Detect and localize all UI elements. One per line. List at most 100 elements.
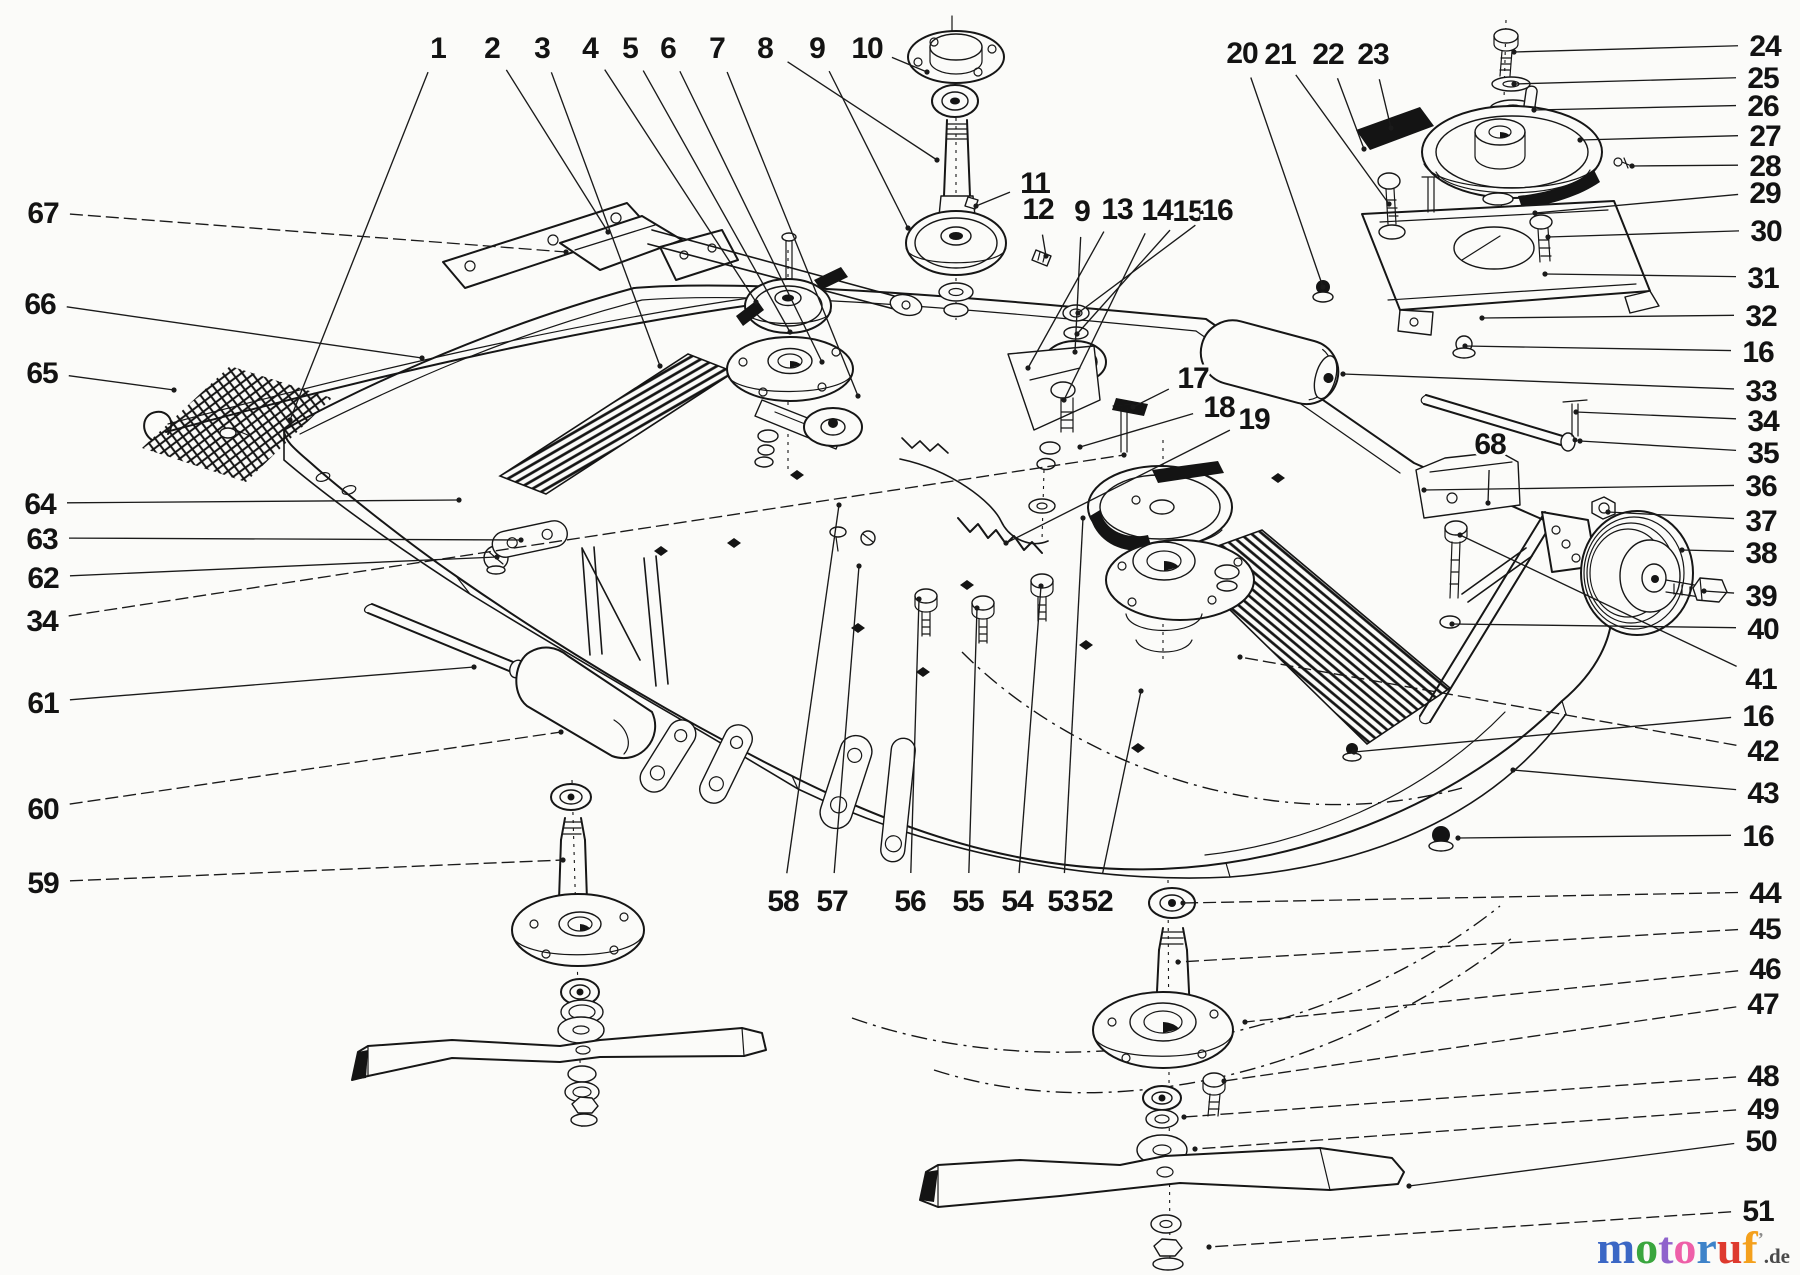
leader-line-36	[1423, 484, 1735, 491]
leader-endpoint	[1340, 371, 1346, 377]
part-number-callout: 57	[816, 885, 848, 918]
part-number-callout: 22	[1312, 38, 1344, 71]
leader-endpoint	[1605, 509, 1611, 515]
leader-endpoint	[974, 605, 980, 611]
part-number-callout: 39	[1745, 580, 1777, 613]
part-number-callout: 41	[1745, 663, 1777, 696]
leader-endpoint	[1531, 107, 1537, 113]
part-number-callout: 7	[709, 32, 725, 65]
part-number-callout: 2	[484, 32, 500, 65]
leader-line-1	[289, 71, 429, 421]
hinge-pin	[1112, 403, 1135, 453]
leader-endpoint	[1577, 137, 1583, 143]
leader-endpoint	[1511, 49, 1517, 55]
left-blade-spindle-exploded	[351, 779, 767, 1131]
idler-pulley-assembly	[1312, 19, 1660, 359]
leader-endpoint	[1511, 81, 1517, 87]
leader-line-14	[1063, 232, 1146, 401]
leader-endpoint	[753, 299, 759, 305]
spindle-shaft-assembly-top	[905, 15, 1052, 320]
leader-line-62	[69, 556, 498, 577]
leader-line-33	[1342, 373, 1735, 390]
leader-endpoint	[905, 225, 911, 231]
left-deck-spindle	[726, 232, 863, 470]
leader-line-65	[68, 374, 175, 391]
part-number-callout: 38	[1745, 537, 1777, 570]
leader-line-40	[1451, 623, 1737, 629]
leader-line-43	[1512, 769, 1737, 791]
part-number-callout: 21	[1264, 38, 1296, 71]
leader-line-67	[69, 213, 567, 253]
leader-line-34	[1575, 411, 1737, 420]
rear-support-bracket	[442, 202, 923, 317]
leader-line-49	[1194, 1109, 1737, 1150]
part-number-callout: 19	[1238, 403, 1270, 436]
part-number-callout: 54	[1001, 885, 1034, 918]
leader-line-3	[550, 72, 661, 367]
leader-endpoint	[1180, 900, 1186, 906]
part-number-callout: 58	[767, 885, 799, 918]
leader-endpoint	[1479, 315, 1485, 321]
part-number-callout: 5	[622, 32, 638, 65]
part-number-callout: 18	[1203, 391, 1235, 424]
leader-endpoint	[1406, 1183, 1412, 1189]
leader-endpoint	[1449, 621, 1455, 627]
leader-lines-layer	[66, 45, 1740, 1250]
part-number-callout: 9	[1074, 195, 1090, 228]
part-number-callout: 16	[1742, 700, 1774, 733]
part-number-callout: 23	[1357, 38, 1389, 71]
leader-endpoint	[1043, 253, 1049, 259]
leader-endpoint	[1237, 654, 1243, 660]
leader-line-54	[1018, 585, 1042, 874]
leader-endpoint	[1457, 532, 1463, 538]
part-number-callout: 11	[1020, 167, 1050, 200]
leader-endpoint	[1577, 438, 1583, 444]
mower-blade-left	[351, 1027, 767, 1081]
part-number-callout: 20	[1226, 37, 1258, 70]
leader-line-42	[1239, 656, 1737, 746]
leader-line-61	[69, 666, 475, 701]
part-number-callout: 68	[1474, 428, 1506, 461]
leader-line-63	[68, 537, 522, 541]
part-number-callout: 24	[1749, 30, 1782, 63]
part-number-callout: 67	[27, 197, 59, 230]
leader-endpoint	[1462, 343, 1468, 349]
gauge-wheel-assembly	[1342, 496, 1728, 852]
part-number-callout: 42	[1747, 735, 1779, 768]
part-number-callout: 64	[24, 488, 57, 521]
part-number-callout: 10	[851, 32, 883, 65]
leader-endpoint	[1388, 125, 1394, 131]
leader-endpoint	[1121, 452, 1127, 458]
leader-endpoint	[787, 329, 793, 335]
part-number-callout: 61	[27, 687, 59, 720]
part-number-callout: 65	[26, 357, 58, 390]
part-number-callout: 9	[809, 32, 825, 65]
leader-endpoint	[1421, 487, 1427, 493]
leader-line-64	[66, 499, 460, 504]
leader-line-51	[1208, 1211, 1732, 1248]
leader-endpoint	[1003, 540, 1009, 546]
leader-line-30	[1547, 230, 1740, 238]
part-number-callout: 46	[1749, 953, 1781, 986]
part-number-callout: 62	[27, 562, 59, 595]
part-number-callout: 40	[1747, 613, 1779, 646]
leader-line-16	[1353, 716, 1732, 753]
front-roller-assembly	[363, 520, 916, 863]
part-number-callout: 4	[582, 32, 599, 65]
mower-blade-right	[919, 1147, 1405, 1208]
part-number-callout: 34	[1747, 405, 1780, 438]
leader-endpoint	[1074, 331, 1080, 337]
part-number-callout: 33	[1745, 375, 1777, 408]
leader-line-25	[1513, 77, 1737, 85]
leader-line-44	[1182, 891, 1739, 904]
part-number-callout: 16	[1201, 194, 1233, 227]
leader-endpoint	[1573, 409, 1579, 415]
part-number-callout: 28	[1749, 150, 1781, 183]
leader-endpoint	[287, 417, 293, 423]
part-number-callout: 51	[1742, 1195, 1774, 1228]
leader-endpoint	[563, 249, 569, 255]
leader-endpoint	[1320, 284, 1326, 290]
leader-line-16	[1457, 834, 1732, 839]
